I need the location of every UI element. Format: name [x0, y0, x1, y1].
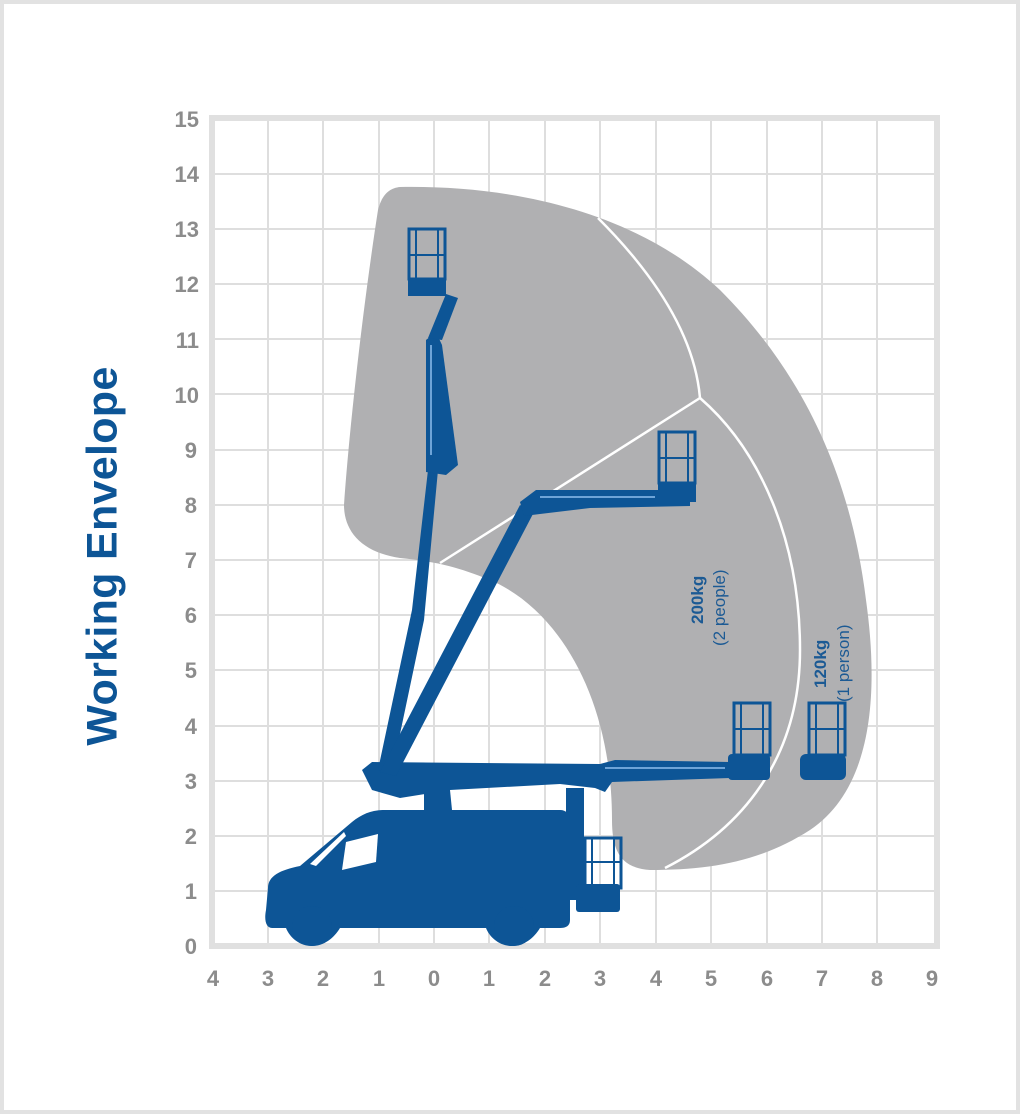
zone-boundaries: [439, 217, 802, 870]
svg-text:13: 13: [175, 217, 199, 242]
working-envelope-area: [344, 186, 872, 871]
front-wheel: [292, 906, 332, 946]
load-label-200kg: 200kg (2 people): [688, 569, 729, 646]
svg-text:15: 15: [175, 107, 199, 132]
svg-text:5: 5: [185, 658, 197, 683]
turret: [424, 790, 452, 810]
svg-text:2: 2: [539, 966, 551, 991]
svg-text:3: 3: [262, 966, 274, 991]
svg-text:12: 12: [175, 272, 199, 297]
rear-wheel: [494, 906, 534, 946]
svg-text:3: 3: [185, 769, 197, 794]
svg-text:120kg: 120kg: [811, 640, 830, 688]
svg-text:10: 10: [175, 383, 199, 408]
svg-text:1: 1: [373, 966, 385, 991]
svg-text:6: 6: [185, 603, 197, 628]
svg-text:8: 8: [871, 966, 883, 991]
svg-text:4: 4: [185, 714, 198, 739]
svg-text:(2 people): (2 people): [710, 569, 729, 646]
platform-basket-120kg: [800, 701, 847, 780]
svg-text:1: 1: [483, 966, 495, 991]
platform-basket-stowed: [576, 836, 623, 912]
x-axis-labels: 4 3 2 1 0 1 2 3 4 5 6 7 8 9: [207, 966, 938, 991]
plot-frame: [209, 115, 940, 949]
boom-mid-reach: [380, 490, 690, 776]
svg-text:9: 9: [926, 966, 938, 991]
rear-mast: [566, 788, 584, 900]
svg-text:2: 2: [185, 824, 197, 849]
svg-text:(1 person): (1 person): [834, 625, 853, 702]
svg-text:8: 8: [185, 493, 197, 518]
platform-basket-top: [407, 227, 447, 296]
svg-text:9: 9: [185, 438, 197, 463]
y-axis-labels: 0 1 2 3 4 5 6 7 8 9 10 11 12 13 14 15: [175, 107, 200, 959]
svg-text:0: 0: [185, 934, 197, 959]
svg-text:4: 4: [650, 966, 663, 991]
van-windshield: [310, 832, 346, 866]
svg-text:3: 3: [594, 966, 606, 991]
svg-text:11: 11: [176, 328, 199, 353]
svg-text:7: 7: [816, 966, 828, 991]
van-window: [342, 834, 378, 870]
aerial-platform-machine: [265, 227, 847, 946]
svg-text:200kg: 200kg: [688, 576, 707, 624]
svg-text:6: 6: [761, 966, 773, 991]
svg-text:7: 7: [185, 548, 197, 573]
svg-text:1: 1: [185, 879, 197, 904]
van-body: [265, 810, 570, 946]
platform-basket-mid: [657, 430, 697, 502]
boom-horizontal: [362, 760, 730, 798]
boom-vertical: [378, 294, 458, 772]
svg-text:5: 5: [705, 966, 717, 991]
load-label-120kg: 120kg (1 person): [811, 625, 853, 702]
svg-text:0: 0: [428, 966, 440, 991]
platform-basket-200kg: [728, 701, 772, 780]
svg-text:14: 14: [175, 162, 200, 187]
svg-text:2: 2: [317, 966, 329, 991]
svg-text:4: 4: [207, 966, 220, 991]
